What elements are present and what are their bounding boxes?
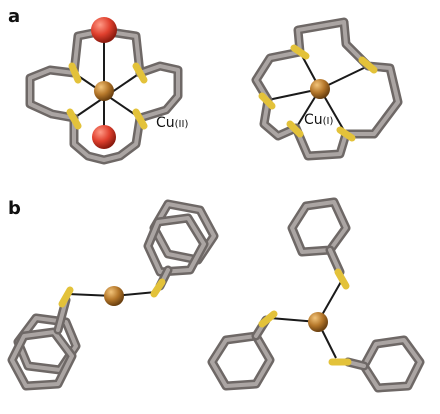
sulfur-atom: [58, 286, 74, 308]
sulfur-atom: [334, 268, 350, 290]
cu2-ring-highlight: [28, 30, 180, 162]
sulfur-atom: [68, 62, 82, 84]
cu1-ring-highlight: [254, 20, 400, 158]
oxygen-atom-top: [91, 17, 117, 43]
sulfur-atom: [258, 92, 276, 110]
trigonal-c-s-links-hl: [254, 248, 366, 368]
cu1-sulfur-atoms: [258, 44, 378, 142]
sulfur-atom: [286, 120, 304, 138]
cu2-label: Cu(II): [156, 115, 188, 131]
trigonal-sulfur-atoms: [258, 268, 352, 366]
right-phenyl-ring-hl: [362, 338, 422, 390]
upper-phenyl-ring-front-hl: [146, 216, 206, 274]
copper-atom: [94, 81, 114, 101]
panel-label-a: a: [8, 6, 20, 27]
sulfur-atom: [258, 310, 278, 328]
sulfur-atom: [66, 108, 82, 130]
linear-sulfur-atoms: [58, 278, 166, 308]
sulfur-atom: [290, 44, 310, 60]
cu2-sulfur-atoms: [66, 62, 148, 130]
sulfur-atom: [358, 56, 378, 74]
sulfur-atom: [150, 278, 166, 298]
sulfur-atom: [132, 108, 148, 130]
trigonal-c-s-links: [251, 245, 369, 371]
sulfur-atom: [336, 126, 356, 142]
complex-trigonal-thiolate: [207, 197, 425, 393]
complex-cu1-macrocycle: Cu(I): [251, 17, 403, 161]
complex-cu2-macrocycle: Cu(II): [25, 17, 188, 165]
trigonal-cu-s-bonds: [269, 279, 343, 359]
complex-linear-thiolate: [7, 199, 219, 391]
panel-label-b: b: [8, 198, 21, 219]
copper-atom: [308, 312, 328, 332]
oxygen-atom-bottom: [92, 125, 116, 149]
sulfur-atom: [132, 62, 148, 84]
copper-atom: [310, 79, 330, 99]
copper-atom: [104, 286, 124, 306]
cu1-label: Cu(I): [304, 112, 334, 128]
